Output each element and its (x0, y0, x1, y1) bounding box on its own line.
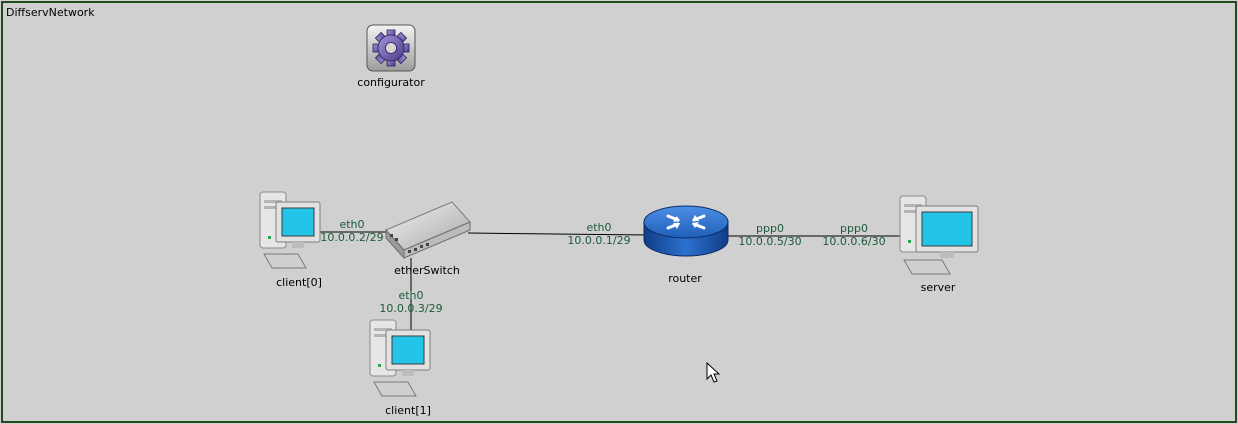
client0-node[interactable] (258, 188, 328, 276)
gear-icon (366, 24, 416, 72)
link-switch-router[interactable] (467, 232, 649, 236)
router-node[interactable] (642, 202, 730, 268)
desktop-computer-icon (899, 195, 979, 275)
interface-address: 10.0.0.6/30 (822, 235, 886, 248)
server-label: server (920, 281, 956, 294)
etherswitch-label: etherSwitch (394, 264, 460, 277)
ethernet-switch-icon (385, 201, 471, 260)
etherswitch-node[interactable] (382, 200, 472, 264)
interface-address: 10.0.0.1/29 (567, 234, 631, 247)
client1-eth0-address: eth0 10.0.0.3/29 (379, 289, 442, 315)
desktop-computer-icon (259, 191, 321, 269)
configurator-node[interactable] (366, 24, 418, 78)
interface-name: eth0 (586, 221, 612, 234)
interface-name: eth0 (339, 218, 365, 231)
router-icon (643, 205, 729, 257)
mouse-pointer-icon (706, 362, 720, 383)
client0-eth0-address: eth0 10.0.0.2/29 (320, 218, 383, 244)
router-label: router (668, 272, 702, 285)
server-node[interactable] (898, 192, 984, 282)
router-eth0-address: eth0 10.0.0.1/29 (567, 221, 630, 247)
client1-label: client[1] (385, 404, 431, 417)
desktop-computer-icon (369, 319, 431, 397)
interface-address: 10.0.0.5/30 (738, 235, 802, 248)
interface-name: ppp0 (840, 222, 868, 235)
network-title: DiffservNetwork (6, 6, 95, 19)
client0-label: client[0] (276, 276, 322, 289)
client1-node[interactable] (368, 316, 438, 404)
configurator-label: configurator (357, 76, 425, 89)
interface-name: eth0 (398, 289, 424, 302)
interface-name: ppp0 (756, 222, 784, 235)
server-ppp0-address: ppp0 10.0.0.6/30 (822, 222, 885, 248)
interface-address: 10.0.0.3/29 (379, 302, 443, 315)
interface-address: 10.0.0.2/29 (320, 231, 384, 244)
router-ppp0-address: ppp0 10.0.0.5/30 (738, 222, 801, 248)
